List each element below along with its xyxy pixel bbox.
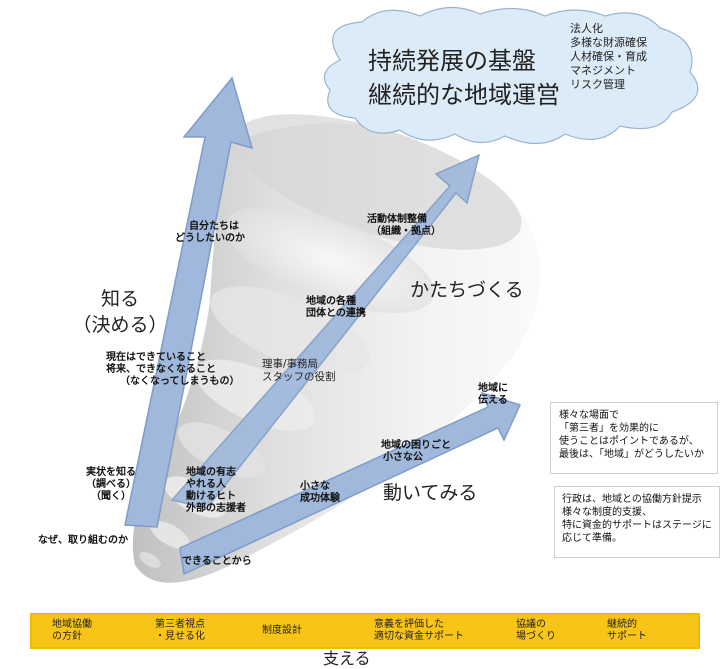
text-chiisana-line-1: 小さな bbox=[300, 481, 330, 492]
text-komari: 地域の困りごと 小さな公 bbox=[381, 440, 481, 464]
label-shiru: 知る （決める） bbox=[60, 286, 180, 338]
bar-item-line: 適切な資金サポート bbox=[374, 631, 464, 642]
bar-item-kyodo-hoshin: 地域協働の方針 bbox=[52, 614, 92, 648]
bar-item-keizoku: 継続的サポート bbox=[607, 614, 647, 648]
cloud-list-item: マネジメント bbox=[570, 64, 636, 77]
cloud-list-item: 多様な財源確保 bbox=[570, 36, 647, 49]
text-jibun-line-2: どうしたいのか bbox=[175, 233, 245, 244]
text-genzai-line-3: （なくなってしまうもの） bbox=[120, 376, 240, 387]
cloud-title-line-1: 持続発展の基盤 bbox=[368, 47, 536, 75]
note-box-gyosei: 行政は、地域との協働方針提示 様々な制度的支援、 特に資金的サポートはステージに… bbox=[554, 486, 720, 558]
note-box-gyosei-line-3: 特に資金的サポートはステージに bbox=[562, 520, 712, 531]
text-jittai-line-3: （聞く） bbox=[91, 491, 131, 502]
cloud-list: 法人化 多様な財源確保 人材確保・育成 マネジメント リスク管理 bbox=[570, 22, 675, 92]
text-yushi-line-2: やれる人 bbox=[186, 479, 226, 490]
note-box-third-party-line-4: 最後は、「地域」がどうしたいか bbox=[559, 449, 704, 460]
note-box-third-party-line-1: 様々な場面で bbox=[559, 410, 619, 421]
cloud-list-item: リスク管理 bbox=[570, 78, 625, 91]
text-genzai-line-1: 現在はできていること bbox=[106, 352, 206, 363]
text-katsudo-line-1: 活動体制整備 bbox=[367, 214, 427, 225]
text-tsutaeru-line-1: 地域に bbox=[478, 383, 508, 394]
text-jittai: 実状を知る （調べる） （聞く） bbox=[76, 467, 146, 503]
text-tsutaeru-line-2: 伝える bbox=[478, 395, 508, 406]
bar-item-line: 協議の bbox=[516, 619, 546, 630]
bar-item-line: サポート bbox=[607, 631, 647, 642]
right-arrow bbox=[179, 391, 522, 576]
text-naze: なぜ、取り組むのか bbox=[38, 535, 128, 546]
text-riji: 理事/事務局 スタッフの役割 bbox=[262, 358, 362, 384]
note-box-gyosei-line-4: 応じて準備。 bbox=[562, 533, 622, 544]
note-box-third-party-line-3: 使うことはポイントであるが、 bbox=[559, 436, 699, 447]
bar-item-shikin-support: 意義を評価した適切な資金サポート bbox=[374, 614, 464, 648]
note-box-third-party-line-2: 「第三者」を効果的に bbox=[559, 423, 659, 434]
bar-item-line: ・見せる化 bbox=[155, 631, 205, 642]
text-jittai-line-1: 実状を知る bbox=[86, 467, 136, 478]
label-katachizukuru: かたちづくる bbox=[410, 279, 524, 301]
bar-item-line: 意義を評価した bbox=[374, 619, 444, 630]
text-genzai: 現在はできていること 将来、できなくなること （なくなってしまうもの） bbox=[106, 352, 246, 388]
text-kakushu-line-1: 地域の各種 bbox=[306, 296, 356, 307]
bar-item-line: 制度設計 bbox=[262, 625, 302, 636]
middle-arrow bbox=[170, 153, 481, 509]
text-katsudo-line-2: （組織・拠点） bbox=[371, 226, 441, 237]
support-bar-items: 地域協働の方針 第三者視点・見せる化 制度設計 意義を評価した適切な資金サポート… bbox=[30, 614, 700, 648]
text-chiisana: 小さな 成功体験 bbox=[300, 481, 370, 505]
text-chiisana-line-2: 成功体験 bbox=[300, 493, 340, 504]
bar-item-line: 場づくり bbox=[516, 631, 556, 642]
text-yushi: 地域の有志 やれる人 動けるヒト 外部の志援者 bbox=[186, 467, 276, 515]
left-arrow bbox=[124, 76, 254, 528]
note-box-gyosei-line-2: 様々な制度的支援、 bbox=[562, 507, 652, 518]
text-yushi-line-1: 地域の有志 bbox=[186, 467, 236, 478]
text-kakushu: 地域の各種 団体との連携 bbox=[306, 296, 396, 320]
text-komari-line-2: 小さな公 bbox=[383, 452, 423, 463]
text-jittai-line-2: （調べる） bbox=[86, 479, 136, 490]
cloud-title-line-2: 継続的な地域運営 bbox=[368, 81, 560, 109]
label-ugoitemiru: 動いてみる bbox=[383, 482, 478, 504]
label-sasaeru: 支える bbox=[323, 649, 371, 668]
label-shiru-line-1: 知る bbox=[100, 288, 139, 310]
text-komari-line-1: 地域の困りごと bbox=[381, 440, 451, 451]
text-tsutaeru: 地域に 伝える bbox=[478, 383, 538, 407]
text-katsudo: 活動体制整備 （組織・拠点） bbox=[367, 214, 467, 238]
text-riji-line-2: スタッフの役割 bbox=[262, 371, 336, 383]
text-jibun: 自分たちは どうしたいのか bbox=[175, 221, 265, 245]
text-jibun-line-1: 自分たちは bbox=[189, 221, 239, 232]
label-shiru-line-2: （決める） bbox=[72, 314, 168, 336]
text-kakushu-line-2: 団体との連携 bbox=[306, 308, 366, 319]
bar-item-line: の方針 bbox=[52, 631, 82, 642]
bar-item-line: 地域協働 bbox=[52, 619, 92, 630]
bar-item-line: 第三者視点 bbox=[155, 619, 205, 630]
text-dekiru: できることから bbox=[182, 556, 252, 567]
text-genzai-line-2: 将来、できなくなること bbox=[106, 364, 216, 375]
bar-item-line: 継続的 bbox=[607, 619, 637, 630]
cloud-list-item: 人材確保・育成 bbox=[570, 50, 647, 63]
support-bar bbox=[30, 613, 700, 649]
cloud-list-item: 法人化 bbox=[570, 22, 603, 35]
cloud-title: 持続発展の基盤 継続的な地域運営 bbox=[368, 44, 568, 112]
cloud-shape bbox=[323, 6, 699, 145]
text-yushi-line-3: 動けるヒト bbox=[186, 491, 236, 502]
text-riji-line-1: 理事/事務局 bbox=[262, 358, 319, 370]
bar-item-kyogi: 協議の場づくり bbox=[516, 614, 556, 648]
note-box-third-party: 様々な場面で 「第三者」を効果的に 使うことはポイントであるが、 最後は、「地域… bbox=[550, 402, 718, 474]
note-box-gyosei-line-1: 行政は、地域との協働方針提示 bbox=[562, 494, 702, 505]
bar-item-seido-sekkei: 制度設計 bbox=[262, 614, 302, 648]
text-yushi-line-4: 外部の志援者 bbox=[186, 503, 246, 514]
bar-item-daisansha: 第三者視点・見せる化 bbox=[155, 614, 205, 648]
